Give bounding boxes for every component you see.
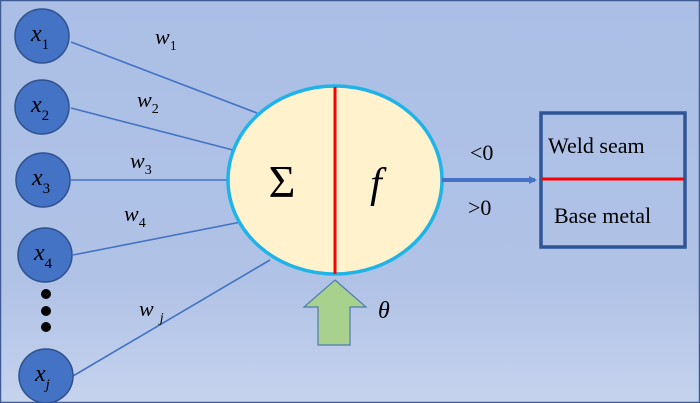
input-node-circle [18, 348, 74, 403]
class-weld-seam: Weld seam [548, 133, 645, 158]
class-box [539, 111, 687, 249]
class-base-metal: Base metal [554, 203, 651, 228]
less-than-zero-label: <0 [470, 140, 493, 165]
input-node-label: x2 [30, 92, 49, 124]
weight-label-2: w2 [137, 87, 159, 117]
input-node-label: x1 [30, 21, 49, 53]
bias-symbol: θ [378, 298, 390, 324]
connection-4 [72, 221, 242, 256]
input-node-circle [15, 152, 71, 208]
input-node-1: x1 [14, 8, 70, 64]
greater-than-zero-label: >0 [468, 195, 491, 220]
input-node-label: x3 [31, 165, 50, 197]
bias-arrow-icon [302, 279, 368, 346]
input-node-2: x2 [14, 79, 70, 135]
input-node-4: x4 [17, 227, 73, 283]
input-nodes: x1 x2 x3 x4 xj [14, 8, 74, 403]
input-node-3: x3 [15, 152, 71, 208]
input-node-circle [17, 227, 73, 283]
input-node-label: x4 [33, 240, 53, 272]
input-node-circle [14, 8, 70, 64]
weight-label-1: w1 [155, 24, 177, 54]
input-node-circle [14, 79, 70, 135]
input-node-j: xj [18, 348, 74, 403]
connections [70, 41, 271, 377]
ellipsis-dots [41, 289, 51, 332]
weight-label-4: w4 [124, 201, 146, 231]
connection-1 [70, 41, 258, 114]
connection-2 [70, 107, 234, 151]
sum-symbol: Σ [269, 156, 296, 207]
input-node-label: xj [34, 361, 50, 393]
connection-j [72, 259, 271, 377]
weight-label-3: w3 [130, 148, 152, 178]
